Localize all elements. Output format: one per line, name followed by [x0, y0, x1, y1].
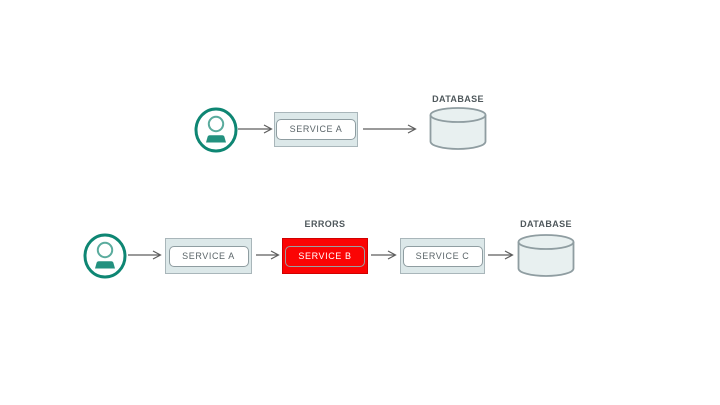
arrow-right-icon — [488, 250, 514, 260]
service-a-label-top: SERVICE A — [276, 119, 356, 140]
user-icon-svg — [83, 233, 127, 279]
database-label-bottom: DATABASE — [520, 219, 572, 229]
service-a-label-bottom: SERVICE A — [168, 245, 249, 267]
user-icon — [83, 233, 127, 284]
database-label-top: DATABASE — [432, 94, 484, 104]
service-b-label: SERVICE B — [285, 245, 365, 267]
user-icon — [194, 107, 238, 158]
database-cylinder-icon — [429, 106, 487, 156]
service-a-node-top: SERVICE A — [274, 112, 358, 147]
arrow-right-icon — [128, 250, 162, 260]
arrow-right-icon — [363, 124, 417, 134]
database-cylinder-svg — [517, 234, 575, 277]
service-b-error-node: SERVICE B — [282, 238, 368, 274]
database-cylinder-icon — [517, 233, 575, 283]
service-c-label: SERVICE C — [402, 245, 483, 267]
service-c-node: SERVICE C — [400, 238, 485, 274]
service-a-node-bottom: SERVICE A — [165, 238, 252, 274]
errors-label: ERRORS — [304, 219, 346, 229]
arrow-right-icon — [371, 250, 397, 260]
database-cylinder-svg — [429, 107, 487, 150]
user-icon-svg — [194, 107, 238, 153]
arrow-right-icon — [256, 250, 280, 260]
arrow-right-icon — [238, 124, 273, 134]
